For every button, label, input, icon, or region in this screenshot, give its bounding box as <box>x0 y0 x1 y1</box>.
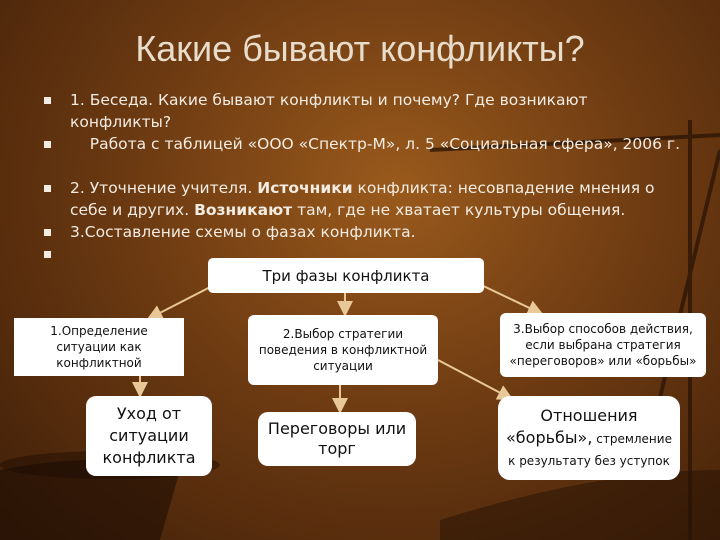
result-1-box: Уход от ситуации конфликта <box>86 396 212 476</box>
bullet-item-2: Работа с таблицей «ООО «Спектр-М», л. 5 … <box>44 133 684 177</box>
result-3-box: Отношения «борьбы», стремление к результ… <box>498 396 680 480</box>
bullet-3-post: там, где не хватает культуры общения. <box>292 201 626 219</box>
bullet-item-3: 2. Уточнение учителя. Источники конфликт… <box>44 177 684 221</box>
bullet-3-bold-arise: Возникают <box>194 201 293 219</box>
bullet-3-pre: 2. Уточнение учителя. <box>70 179 258 197</box>
result-3-struggle: «борьбы», <box>506 427 593 447</box>
phase-3-box: 3.Выбор способов действия, если выбрана … <box>500 313 706 377</box>
result-2-box: Переговоры или торг <box>258 412 416 466</box>
phases-header: Три фазы конфликта <box>208 258 484 293</box>
bullet-item-1: 1. Беседа. Какие бывают конфликты и поче… <box>44 89 684 133</box>
result-3-line-3: к результату без уступок <box>508 453 670 468</box>
page-title: Какие бывают конфликты? <box>135 28 585 69</box>
bullet-3-mid: конфликта: несовпадение мнения о себе и … <box>70 179 655 219</box>
bullet-item-2-text: Работа с таблицей «ООО «Спектр-М», л. 5 … <box>89 135 680 153</box>
result-3-striving: стремление <box>592 431 672 446</box>
bullet-list: 1. Беседа. Какие бывают конфликты и поче… <box>44 89 684 265</box>
bullet-item-5 <box>44 243 684 265</box>
result-3-line-1: Отношения <box>540 405 638 425</box>
phase-1-box: 1.Определение ситуации как конфликтной <box>14 318 184 376</box>
bullet-item-4: 3.Составление схемы о фазах конфликта. <box>44 221 684 243</box>
bullet-3-bold-sources: Источники <box>257 179 353 197</box>
phase-2-box: 2.Выбор стратегии поведения в конфликтно… <box>248 315 438 385</box>
